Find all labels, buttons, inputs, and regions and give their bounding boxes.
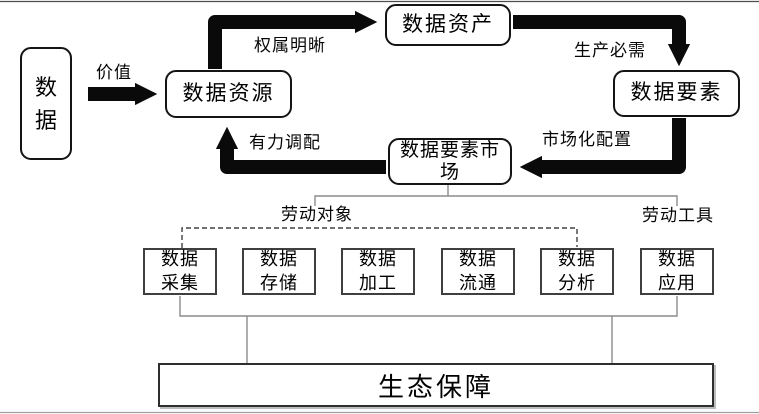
arrow-elements-to-market <box>519 118 686 179</box>
edge-label-ownership: 权属明晰 <box>254 36 326 55</box>
process-box-analysis: 数据分析 <box>540 248 614 295</box>
edge-label-value: 价值 <box>96 63 132 82</box>
process-box-storage: 数据存储 <box>242 248 316 295</box>
process-box-circulation: 数据流通 <box>441 248 515 295</box>
node-resources-label: 数据资源 <box>182 81 275 105</box>
market-bracket-line <box>314 195 678 206</box>
node-elements: 数据要素 <box>613 70 740 117</box>
process-box-collection: 数据采集 <box>143 248 217 295</box>
arrow-market-to-resources <box>215 126 386 174</box>
process-box-processing: 数据加工 <box>341 248 415 295</box>
process-box-storage-label: 数据存储 <box>260 249 298 293</box>
process-box-circulation-label: 数据流通 <box>459 249 497 293</box>
arrow-resources-to-assets <box>208 10 378 69</box>
node-assets-label: 数据资产 <box>402 12 494 36</box>
node-market-label: 数据要素市场 <box>399 139 500 183</box>
node-assets: 数据资产 <box>385 4 511 46</box>
labor-object-dashed-bracket <box>181 227 578 248</box>
process-box-application-label: 数据应用 <box>658 249 696 293</box>
node-elements-label: 数据要素 <box>630 81 723 105</box>
process-box-application: 数据应用 <box>640 248 714 295</box>
edge-label-deploy: 有力调配 <box>249 133 321 152</box>
process-box-collection-label: 数据采集 <box>161 249 199 293</box>
process-box-processing-label: 数据加工 <box>359 249 397 293</box>
process-row-bus-line <box>179 296 678 317</box>
node-market: 数据要素市场 <box>388 138 512 185</box>
node-resources: 数据资源 <box>165 70 292 118</box>
arrow-assets-to-elements <box>513 15 691 67</box>
process-box-analysis-label: 数据分析 <box>558 249 596 293</box>
node-data-label: 数据 <box>34 74 57 133</box>
edge-label-market-alloc: 市场化配置 <box>542 130 632 149</box>
edge-label-production: 生产必需 <box>574 41 646 60</box>
foundation-box: 生态保障 <box>158 363 714 407</box>
group-label-labor-tool: 劳动工具 <box>642 206 714 225</box>
group-label-labor-object: 劳动对象 <box>281 205 353 224</box>
node-data: 数据 <box>20 47 72 160</box>
foundation-label: 生态保障 <box>377 371 494 402</box>
